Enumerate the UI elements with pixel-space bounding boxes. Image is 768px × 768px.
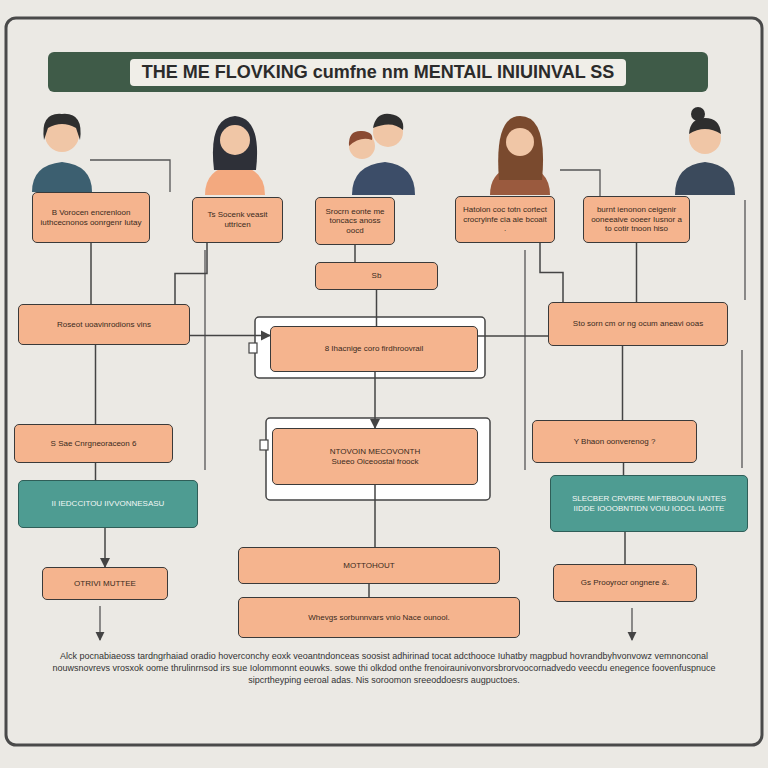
person-figure [490,116,550,195]
connector [623,463,625,475]
figure-body [32,162,92,192]
process-box: Hatolon coc totn cortect crocryinfe cia … [455,196,555,243]
person-figure [349,114,415,195]
frame [6,18,762,745]
title-bar: THE ME FLOVKING cumfne nm MENTAIL INIUIN… [48,52,708,92]
box-text: II IEDCCITOU IIVVONNESASU [52,499,165,509]
box-text: IIDDE IOOOBNTIDN VOIU IODCL IAOITE [574,504,725,514]
connector [376,290,378,326]
process-box: S Sae Cnrgneoraceon 6 [14,424,173,463]
box-text: B Vorocen encrenloon iuthcecnonos oonrge… [39,208,143,227]
wire-arrow [631,608,632,640]
process-box: B Vorocen encrenloon iuthcecnonos oonrge… [32,192,150,243]
process-box: Sto sorn cm or ng ocum aneavi ooas [548,302,728,346]
connector [104,528,106,567]
box-text: Whevgs sorbunnvars vnio Nace ounool. [308,613,449,623]
box-text: 8 Ihacnige coro firdhroovrail [325,344,424,354]
wire-arrow [99,606,100,640]
group-tab [249,343,257,353]
process-box: Whevgs sorbunnvars vnio Nace ounool. [238,597,520,638]
wire-group [90,160,745,640]
box-text: S Sae Cnrgneoraceon 6 [51,439,137,449]
highlight-box: SLECBER CRVRRE MIFTBBOUN IUNTESIIDDE IOO… [550,475,748,532]
box-text: Sto sorn cm or ng ocum aneavi ooas [573,319,703,329]
figure-bun [691,107,705,121]
process-box: Y Bhaon oonverenog ? [532,420,697,463]
connector [540,243,563,302]
highlight-box: II IEDCCITOU IIVVONNESASU [18,480,198,528]
process-box: Ts Socenk veasit uttricen [192,197,283,243]
process-box: Roseot uoavinrodions vins [18,304,190,345]
figure-body [675,162,735,195]
figure-hair [349,131,372,146]
connector [95,463,97,480]
box-text: Ts Socenk veasit uttricen [199,210,276,229]
connector [374,372,376,428]
person-figure [205,116,265,195]
person-figure [32,114,92,192]
figure-hair [213,116,257,170]
wire [524,250,525,470]
wire [90,160,170,192]
connector [624,532,626,564]
connector [190,335,270,337]
box-text: Srocrn eonte me toncacs anoss oocd [322,207,388,236]
figure-hair [373,114,403,130]
box-text: OTRIVI MUTTEE [74,579,136,589]
figure-head [220,125,250,155]
connector [478,335,548,337]
group-outline [255,317,485,378]
box-text: Roseot uoavinrodions vins [57,320,151,330]
figure-hair [43,114,80,140]
title-band [48,52,708,92]
box-text: Sueeo Oiceoostal froock [331,457,418,467]
wire [560,170,600,196]
figure-body [352,162,415,195]
box-text: Hatolon coc totn cortect crocryinfe cia … [462,205,548,234]
title-text: THE ME FLOVKING cumfne nm MENTAIL INIUIN… [130,59,627,86]
process-box: MOTTOHOUT [238,547,500,584]
connector [90,243,92,304]
group-outline [266,418,490,500]
process-box: Gs Prooyrocr ongnere &. [553,564,697,602]
figure-hair [689,118,721,134]
person-figure [675,107,735,195]
process-box: NTOVOIN MECOVONTHSueeo Oiceoostal froock [272,428,478,485]
wire [744,200,745,300]
box-text: Gs Prooyrocr ongnere &. [581,578,669,588]
process-box: Sb [315,262,438,290]
box-text: MOTTOHOUT [343,561,394,571]
process-box: burnt ienonon ceigenir ooneeaive ooeer I… [583,196,690,243]
box-text: burnt ienonon ceigenir ooneeaive ooeer I… [590,205,683,234]
connector [368,584,370,597]
connector [175,243,207,304]
wire [204,250,205,470]
caption-text: Alck pocnabiaeoss tardngrhaiad oradio ho… [40,650,728,686]
process-box: OTRIVI MUTTEE [42,567,168,600]
wire [741,350,742,468]
figure-hair [498,116,543,180]
box-text: Sb [372,271,382,281]
connector [354,245,356,262]
box-text: SLECBER CRVRRE MIFTBBOUN IUNTES [572,494,726,504]
figure-head [506,128,534,156]
connector [95,345,97,424]
process-box: Srocrn eonte me toncacs anoss oocd [315,197,395,245]
connector [622,346,624,420]
connector [636,243,638,302]
box-text: Y Bhaon oonverenog ? [574,437,656,447]
box-text: NTOVOIN MECOVONTH [330,447,421,457]
process-box: 8 Ihacnige coro firdhroovrail [270,326,478,372]
connector [374,485,376,547]
group-tab [260,440,268,450]
